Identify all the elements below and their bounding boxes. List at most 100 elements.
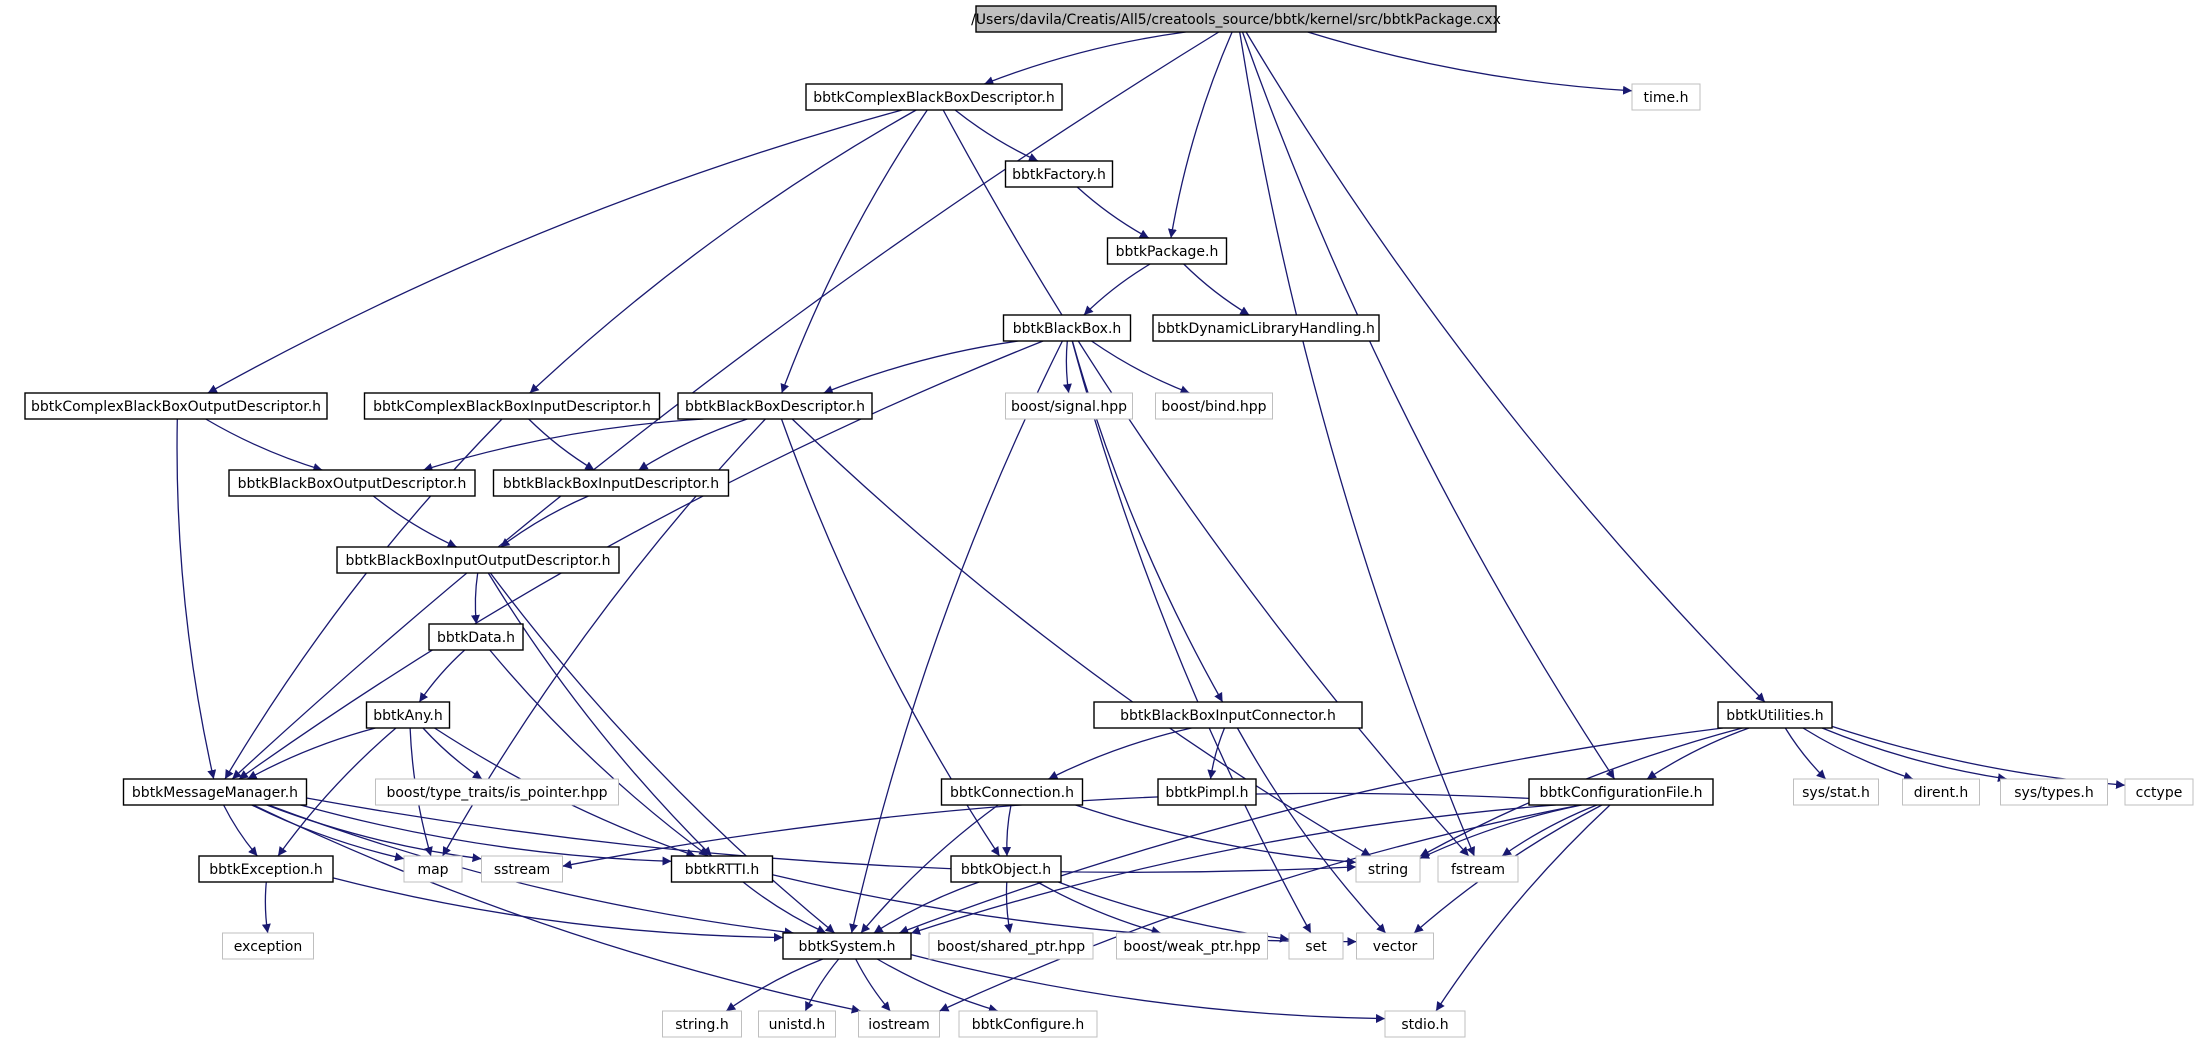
node-label-unistd: unistd.h	[769, 1017, 826, 1033]
node-exception_h[interactable]: bbtkException.h	[198, 855, 334, 883]
node-box-iostream	[858, 1010, 940, 1038]
node-label-bbtkconfigure: bbtkConfigure.h	[972, 1017, 1085, 1033]
node-system[interactable]: bbtkSystem.h	[782, 932, 912, 960]
node-box-sstream	[481, 855, 563, 883]
node-set: set	[1288, 932, 1344, 960]
node-bbic[interactable]: bbtkBlackBoxInputConnector.h	[1093, 701, 1363, 729]
edge-blackbox-to-set	[1071, 340, 1312, 934]
node-pimpl[interactable]: bbtkPimpl.h	[1157, 778, 1257, 806]
edge-object-to-system	[873, 881, 980, 934]
node-label-pimpl: bbtkPimpl.h	[1165, 785, 1248, 801]
node-rtti[interactable]: bbtkRTTI.h	[670, 855, 774, 883]
node-blackbox[interactable]: bbtkBlackBox.h	[1002, 314, 1132, 342]
node-label-any: bbtkAny.h	[373, 708, 442, 724]
node-box-bbid	[492, 469, 730, 497]
node-label-config: bbtkConfigurationFile.h	[1539, 785, 1702, 801]
edge-utilities-to-dirent	[1802, 727, 1914, 781]
node-msgmgr[interactable]: bbtkMessageManager.h	[122, 778, 308, 806]
node-box-sharedptr	[928, 932, 1094, 960]
edge-bbod-to-bbiod	[372, 495, 457, 548]
node-box-utilities	[1717, 701, 1833, 729]
edge-root-to-time	[1307, 31, 1633, 95]
node-time: time.h	[1631, 83, 1701, 111]
node-utilities[interactable]: bbtkUtilities.h	[1717, 701, 1833, 729]
node-object[interactable]: bbtkObject.h	[950, 855, 1062, 883]
node-cbbd[interactable]: bbtkComplexBlackBoxDescriptor.h	[805, 83, 1063, 111]
node-bbiod[interactable]: bbtkBlackBoxInputOutputDescriptor.h	[336, 546, 620, 574]
node-label-system: bbtkSystem.h	[799, 939, 896, 955]
node-box-data	[428, 623, 524, 651]
node-factory[interactable]: bbtkFactory.h	[1004, 160, 1114, 188]
dependency-edges	[176, 31, 2126, 1023]
node-bbd[interactable]: bbtkBlackBoxDescriptor.h	[677, 392, 873, 420]
node-label-object: bbtkObject.h	[961, 862, 1051, 878]
node-box-connection	[940, 778, 1084, 806]
edge-blackbox-to-msgmgr	[238, 340, 1044, 780]
edge-msgmgr-to-rtti	[300, 804, 672, 866]
edge-bbiod-to-rtti	[487, 572, 713, 857]
node-dirent: dirent.h	[1902, 778, 1980, 806]
edge-system-to-iostream	[855, 958, 891, 1012]
node-box-rtti	[670, 855, 774, 883]
node-bind: boost/bind.hpp	[1155, 392, 1273, 420]
node-bbod[interactable]: bbtkBlackBoxOutputDescriptor.h	[228, 469, 476, 497]
node-label-package: bbtkPackage.h	[1116, 244, 1219, 260]
edge-exception_h-to-system	[332, 877, 784, 942]
edge-cbbd-to-fstream	[942, 109, 1470, 857]
node-config[interactable]: bbtkConfigurationFile.h	[1528, 778, 1714, 806]
edge-root-to-utilities	[1245, 31, 1766, 703]
node-box-blackbox	[1002, 314, 1132, 342]
edge-factory-to-package	[1076, 186, 1150, 239]
node-label-cctype: cctype	[2136, 785, 2183, 801]
edge-system-to-stringh	[725, 958, 824, 1012]
node-label-rtti: bbtkRTTI.h	[685, 862, 759, 878]
edge-config-to-fstream	[1501, 804, 1598, 857]
node-label-bbid: bbtkBlackBoxInputDescriptor.h	[503, 476, 719, 492]
node-sysstat: sys/stat.h	[1793, 778, 1879, 806]
edge-config-to-string	[1419, 804, 1582, 859]
node-box-bbiod	[336, 546, 620, 574]
node-box-set	[1288, 932, 1344, 960]
node-box-unistd	[758, 1010, 836, 1038]
node-label-stdio: stdio.h	[1401, 1017, 1448, 1033]
node-box-root	[975, 5, 1497, 33]
node-label-sysstat: sys/stat.h	[1802, 785, 1870, 801]
node-box-dirent	[1902, 778, 1980, 806]
node-root[interactable]: /Users/davila/Creatis/All5/creatools_sou…	[971, 5, 1501, 33]
node-any[interactable]: bbtkAny.h	[365, 701, 451, 729]
node-label-dirent: dirent.h	[1914, 785, 1969, 801]
edge-bbic-to-connection	[1048, 727, 1192, 780]
node-cbbid[interactable]: bbtkComplexBlackBoxInputDescriptor.h	[363, 392, 661, 420]
node-box-stdio	[1384, 1010, 1466, 1038]
node-data[interactable]: bbtkData.h	[428, 623, 524, 651]
edge-data-to-any	[418, 649, 466, 703]
node-connection[interactable]: bbtkConnection.h	[940, 778, 1084, 806]
node-box-string	[1355, 855, 1421, 883]
edge-any-to-msgmgr	[247, 727, 376, 780]
node-box-bind	[1155, 392, 1273, 420]
node-dynlib[interactable]: bbtkDynamicLibraryHandling.h	[1152, 314, 1380, 342]
edge-data-to-rtti	[489, 649, 709, 857]
node-label-utilities: bbtkUtilities.h	[1726, 708, 1823, 724]
edge-bbic-to-pimpl	[1207, 727, 1226, 780]
node-box-ispointer	[375, 778, 619, 806]
node-ispointer: boost/type_traits/is_pointer.hpp	[375, 778, 619, 806]
node-bbid[interactable]: bbtkBlackBoxInputDescriptor.h	[492, 469, 730, 497]
node-box-pimpl	[1157, 778, 1257, 806]
edge-bbiod-to-data	[470, 572, 480, 625]
node-label-weakptr: boost/weak_ptr.hpp	[1123, 939, 1260, 955]
node-sstream: sstream	[481, 855, 563, 883]
node-cbbod[interactable]: bbtkComplexBlackBoxOutputDescriptor.h	[24, 392, 328, 420]
node-label-sstream: sstream	[494, 862, 550, 878]
node-box-weakptr	[1116, 932, 1268, 960]
node-stringh: string.h	[662, 1010, 742, 1038]
edge-cbbid-to-bbid	[528, 418, 595, 471]
edge-blackbox-to-system	[849, 340, 1063, 934]
edge-cbbod-to-msgmgr	[176, 418, 217, 780]
node-label-iostream: iostream	[868, 1017, 930, 1033]
edge-bbid-to-bbiod	[500, 495, 589, 548]
node-label-exception: exception	[234, 939, 302, 955]
node-box-object	[950, 855, 1062, 883]
node-string: string	[1355, 855, 1421, 883]
node-package[interactable]: bbtkPackage.h	[1106, 237, 1228, 265]
